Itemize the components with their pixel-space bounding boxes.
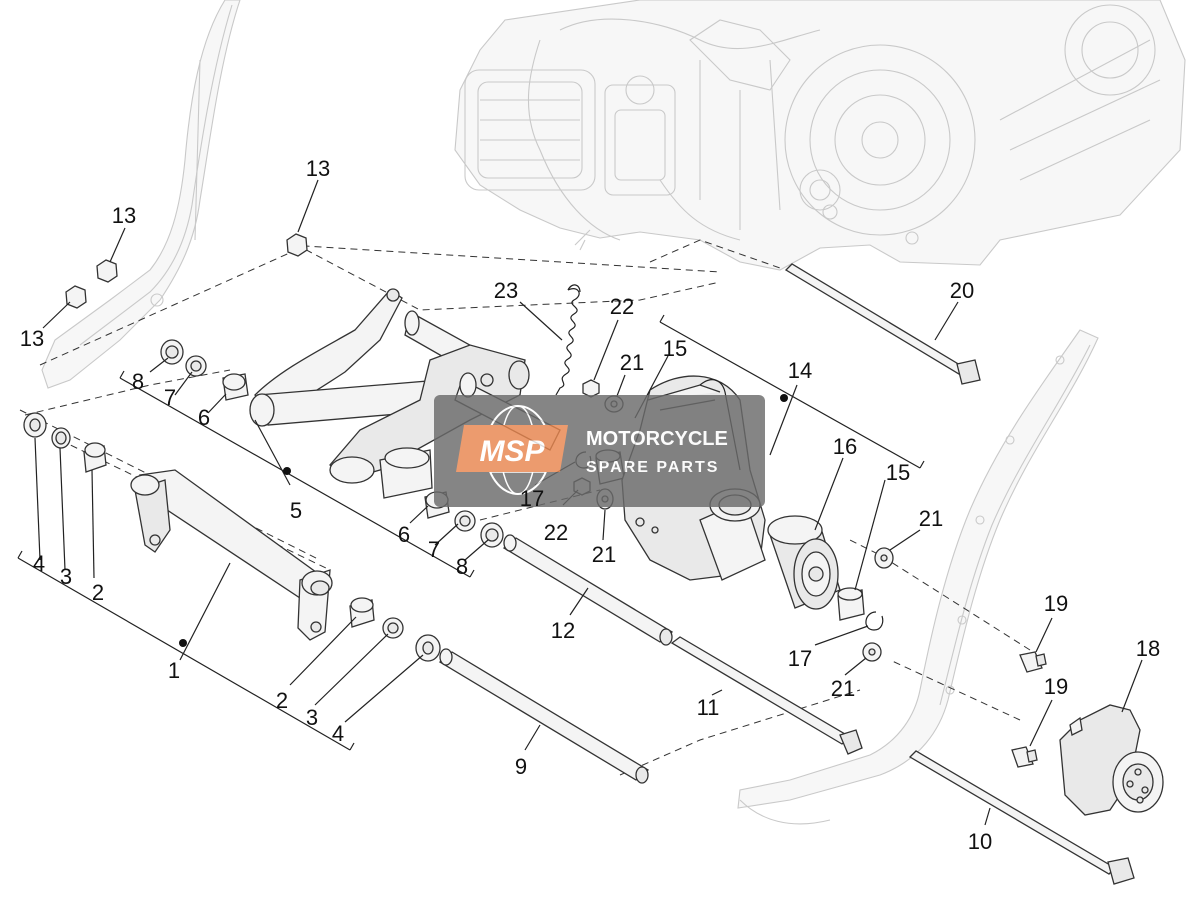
assembly-dots <box>179 394 788 647</box>
part-15-bushing-right <box>837 587 865 621</box>
part-8-bearing-upper <box>160 339 184 365</box>
part-21-washer-c <box>874 547 894 569</box>
part-22-nut-upper <box>582 379 600 398</box>
part-13-nut-a <box>286 233 308 257</box>
part-10-long-bolt <box>908 750 1135 885</box>
callout-9: 9 <box>515 754 527 779</box>
part-2-bushing-right <box>349 597 375 628</box>
callout-10: 10 <box>968 829 992 854</box>
part-13-nut-c <box>65 285 87 309</box>
callout-18: 18 <box>1136 636 1160 661</box>
callout-11: 11 <box>697 695 720 720</box>
callout-17: 17 <box>520 486 544 511</box>
engine-illustration <box>454 0 1186 271</box>
callout-21: 21 <box>919 506 943 531</box>
callout-3: 3 <box>60 564 72 589</box>
part-2-bushing-left <box>83 442 107 473</box>
callout-21: 21 <box>620 350 644 375</box>
callout-16: 16 <box>833 434 857 459</box>
group-bracket-lines <box>17 314 925 751</box>
callout-7: 7 <box>164 385 176 410</box>
callout-4: 4 <box>33 551 45 576</box>
part-7-seal-lower <box>454 510 476 532</box>
callout-15: 15 <box>663 336 687 361</box>
callout-14: 14 <box>788 358 812 383</box>
callout-8: 8 <box>456 554 468 579</box>
part-7-seal-upper <box>185 355 207 377</box>
part-11-bolt <box>670 636 863 755</box>
callout-23: 23 <box>494 278 518 303</box>
part-16-silent-block <box>767 515 841 610</box>
part-18-cover <box>1059 704 1164 816</box>
part-9-spacer-tube <box>438 648 650 784</box>
callout-15: 15 <box>886 460 910 485</box>
part-21-washer-d <box>862 642 882 662</box>
part-19-bolt-lower <box>1011 746 1038 768</box>
watermark-logo-text: MSP <box>479 435 545 468</box>
callout-6: 6 <box>398 522 410 547</box>
right-frame-illustration <box>737 329 1099 825</box>
part-1-swingarm-axle-bracket <box>130 469 333 641</box>
callout-5: 5 <box>290 498 302 523</box>
part-12-spacer-tube <box>502 534 674 646</box>
part-3-seal-right <box>382 617 404 639</box>
callout-20: 20 <box>950 278 974 303</box>
watermark-logo: MSP MOTORCYCLE SPARE PARTS <box>434 395 765 507</box>
callout-2: 2 <box>92 580 104 605</box>
callout-19: 19 <box>1044 674 1068 699</box>
callout-13: 13 <box>306 156 330 181</box>
part-4-washer-left <box>23 412 47 438</box>
part-17-circlip-right <box>865 611 884 631</box>
callout-21: 21 <box>592 542 616 567</box>
callout-12: 12 <box>551 618 575 643</box>
callout-17: 17 <box>788 646 812 671</box>
left-frame-illustration <box>41 0 241 389</box>
callout-22: 22 <box>544 520 568 545</box>
callout-labels: 1 2 2 3 3 4 4 5 6 6 7 7 8 8 9 10 11 12 1… <box>20 156 1160 854</box>
callout-1: 1 <box>168 658 180 683</box>
part-13-nut-b <box>96 259 118 283</box>
part-19-bolt-upper <box>1019 651 1047 673</box>
leader-lines <box>34 179 1143 826</box>
callout-3: 3 <box>306 705 318 730</box>
callout-4: 4 <box>332 721 344 746</box>
part-3-seal-left <box>51 427 71 449</box>
callout-21: 21 <box>831 676 855 701</box>
watermark-accent-shape <box>456 425 568 472</box>
watermark-line-1: MOTORCYCLE <box>586 428 728 450</box>
part-6-bushing-upper <box>222 373 249 401</box>
callout-13: 13 <box>112 203 136 228</box>
callout-19: 19 <box>1044 591 1068 616</box>
part-20-long-bolt <box>784 263 981 385</box>
callout-7: 7 <box>428 537 440 562</box>
callout-2: 2 <box>276 688 288 713</box>
part-23-spring <box>555 284 581 396</box>
watermark-panel <box>434 395 765 507</box>
watermark-line-2: SPARE PARTS <box>586 459 719 476</box>
part-4-washer-right <box>415 634 441 662</box>
callout-13: 13 <box>20 326 44 351</box>
callout-6: 6 <box>198 405 210 430</box>
callout-8: 8 <box>132 369 144 394</box>
callout-22: 22 <box>610 294 634 319</box>
